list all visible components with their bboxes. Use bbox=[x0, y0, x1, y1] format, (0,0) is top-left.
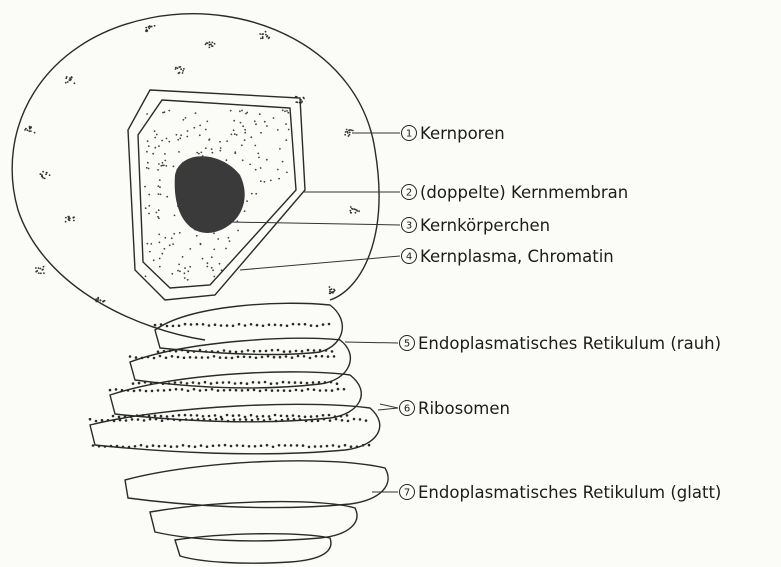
label-text: Endoplasmatisches Retikulum (rauh) bbox=[418, 334, 721, 353]
label-number: 1 bbox=[406, 129, 412, 140]
label-number: 6 bbox=[404, 404, 410, 415]
label-number: 4 bbox=[406, 252, 412, 263]
label-kernporen: 1 Kernporen bbox=[402, 124, 505, 143]
label-kernkoerperchen: 3 Kernkörperchen bbox=[402, 216, 551, 235]
label-number: 7 bbox=[404, 488, 410, 499]
label-er-smooth: 7 Endoplasmatisches Retikulum (glatt) bbox=[400, 483, 722, 502]
smooth-er bbox=[125, 461, 388, 563]
label-er-rough: 5 Endoplasmatisches Retikulum (rauh) bbox=[400, 334, 722, 353]
nucleus-cutaway bbox=[128, 90, 305, 300]
label-kernplasma: 4 Kernplasma, Chromatin bbox=[402, 247, 614, 266]
label-text: Endoplasmatisches Retikulum (glatt) bbox=[418, 483, 721, 502]
label-text: (doppelte) Kernmembran bbox=[420, 183, 628, 202]
rough-er bbox=[89, 303, 380, 454]
label-number: 5 bbox=[404, 339, 410, 350]
label-number: 3 bbox=[406, 221, 412, 232]
label-text: Kernkörperchen bbox=[420, 216, 550, 235]
label-text: Kernporen bbox=[420, 124, 505, 143]
diagram-labels: 1 Kernporen 2 (doppelte) Kernmembran 3 K… bbox=[400, 124, 722, 502]
label-text: Kernplasma, Chromatin bbox=[420, 247, 614, 266]
label-number: 2 bbox=[406, 188, 412, 199]
label-text: Ribosomen bbox=[418, 399, 510, 418]
label-kernmembran: 2 (doppelte) Kernmembran bbox=[402, 183, 629, 202]
label-ribosomen: 6 Ribosomen bbox=[400, 399, 511, 418]
nucleolus bbox=[175, 156, 245, 233]
